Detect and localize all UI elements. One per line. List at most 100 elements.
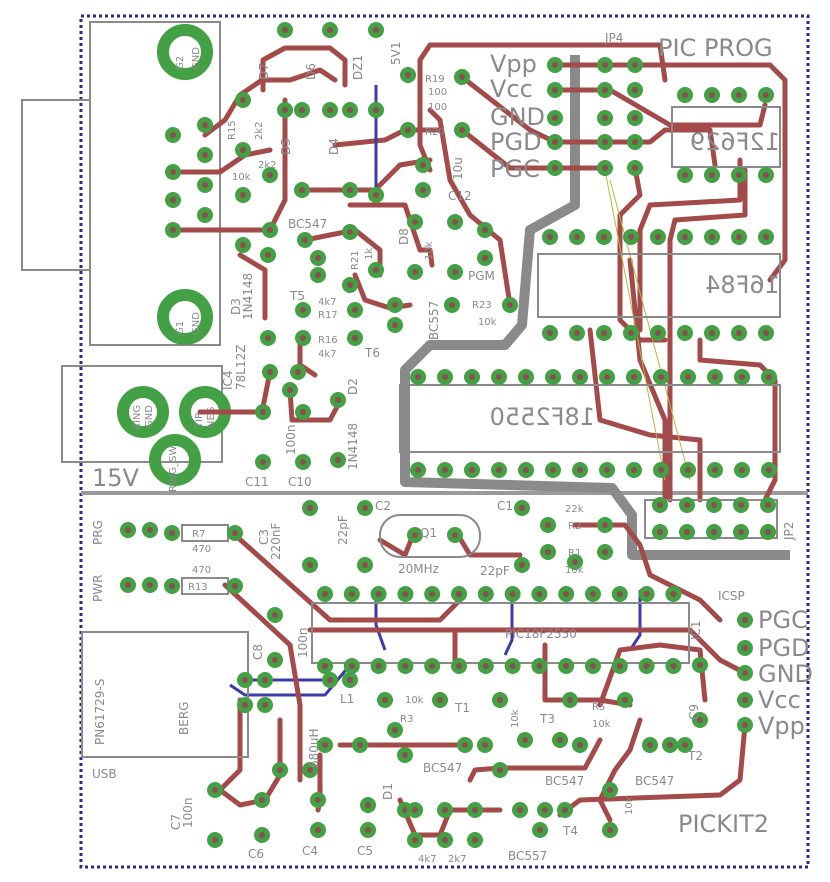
part-label: D3 — [229, 298, 243, 315]
pad-drill — [202, 212, 208, 218]
pad-drill — [402, 591, 409, 597]
r7-value: 470 — [192, 544, 211, 555]
part-value: 10k — [592, 719, 611, 730]
part-label: C3 — [257, 529, 271, 545]
part-value: 4k7 — [318, 297, 337, 308]
pad-drill — [265, 335, 271, 341]
part-label: C8 — [251, 644, 265, 660]
pad-drill — [601, 330, 607, 336]
pad-drill — [523, 467, 529, 473]
chip-18f2550-label: 18F2550 — [490, 403, 595, 431]
part-label: C11 — [245, 475, 269, 489]
pad-drill — [536, 591, 543, 597]
pad-drill — [302, 237, 308, 243]
pad-drill — [763, 172, 769, 178]
part-label: R5 — [592, 702, 605, 713]
pad-drill — [685, 374, 691, 380]
part-label: D1 — [381, 783, 395, 800]
pad-drill — [563, 663, 570, 669]
pad-drill — [272, 657, 278, 663]
pad-drill — [392, 302, 398, 308]
icsp-label-vpp: Vpp — [758, 712, 805, 740]
icsp-label-gnd: GND — [758, 660, 813, 688]
pad-drill — [307, 505, 313, 511]
g1-gnd-label: GND — [191, 312, 202, 335]
pad-drill — [655, 330, 661, 336]
pad-drill — [259, 797, 265, 803]
part-label: R19 — [425, 74, 445, 85]
pad-drill — [736, 172, 742, 178]
pad-drill — [684, 502, 690, 508]
pad-drill — [682, 742, 688, 748]
pin-label-gnd: GND — [490, 103, 545, 131]
pad-drill — [632, 62, 638, 68]
pad-drill — [412, 532, 418, 538]
pad-drill — [170, 227, 176, 233]
pad-drill — [523, 374, 529, 380]
pad-drill — [604, 467, 610, 473]
pad-drill — [202, 152, 208, 158]
pad-drill — [643, 663, 650, 669]
pad-drill — [567, 697, 573, 703]
pad-drill — [240, 242, 246, 248]
part-value: 10k — [424, 241, 435, 260]
pad-drill — [657, 502, 663, 508]
pad-drill — [602, 139, 608, 145]
pad-drill — [496, 467, 502, 473]
part-label: T6 — [364, 346, 380, 360]
pad-drill — [373, 107, 379, 113]
part-label: D6 — [304, 63, 318, 80]
jack-ring-label: RING — [132, 405, 143, 430]
pad-drill — [763, 330, 769, 336]
part-label: C2 — [375, 499, 391, 513]
pad-drill — [670, 591, 677, 597]
pad-drill — [763, 92, 769, 98]
part-value: 10k — [624, 796, 635, 815]
part-label: C1 — [497, 499, 513, 513]
pad-drill — [375, 591, 382, 597]
board-title: PICKIT2 — [678, 810, 769, 838]
pad-drill — [522, 737, 528, 743]
pad-drill — [742, 645, 748, 651]
part-value: 10k — [232, 172, 251, 183]
pad-drill — [711, 502, 717, 508]
pad-drill — [684, 529, 690, 535]
pad-drill — [574, 330, 580, 336]
pad-drill — [643, 591, 650, 597]
pad-drill — [709, 172, 715, 178]
pad-drill — [170, 197, 176, 203]
pad-drill — [632, 139, 638, 145]
usb-label: USB — [92, 767, 117, 781]
pad-drill — [655, 234, 661, 240]
pad-drill — [459, 74, 465, 80]
pad-drill — [267, 172, 273, 178]
pad-drill — [452, 532, 458, 538]
pad-drill — [169, 530, 175, 536]
pad-drill — [682, 92, 688, 98]
pad-drill — [392, 727, 398, 733]
pad-drill — [711, 529, 717, 535]
part-value: 10u — [451, 157, 465, 180]
jp4-label: JP4 — [604, 31, 623, 45]
power-label: 15V — [92, 464, 140, 492]
pad-drill — [507, 302, 513, 308]
pad-drill — [563, 591, 570, 597]
pad-drill — [373, 27, 379, 33]
pad-drill — [657, 529, 663, 535]
pad-drill — [262, 677, 268, 683]
part-label: R16 — [318, 335, 338, 346]
part-value: 78L12Z — [234, 345, 248, 390]
pad-drill — [482, 591, 489, 597]
part-label: C4 — [302, 844, 318, 858]
part-label: D7 — [257, 63, 271, 80]
pad-drill — [607, 827, 613, 833]
pad-drill — [300, 459, 306, 465]
pad-drill — [437, 697, 443, 703]
pad-drill — [590, 591, 596, 597]
r7-label: R7 — [192, 529, 205, 540]
pad-drill — [712, 467, 718, 473]
chip-12f629: 12F629 — [671, 106, 781, 168]
pad-drill — [712, 374, 718, 380]
pad-drill — [550, 467, 556, 473]
